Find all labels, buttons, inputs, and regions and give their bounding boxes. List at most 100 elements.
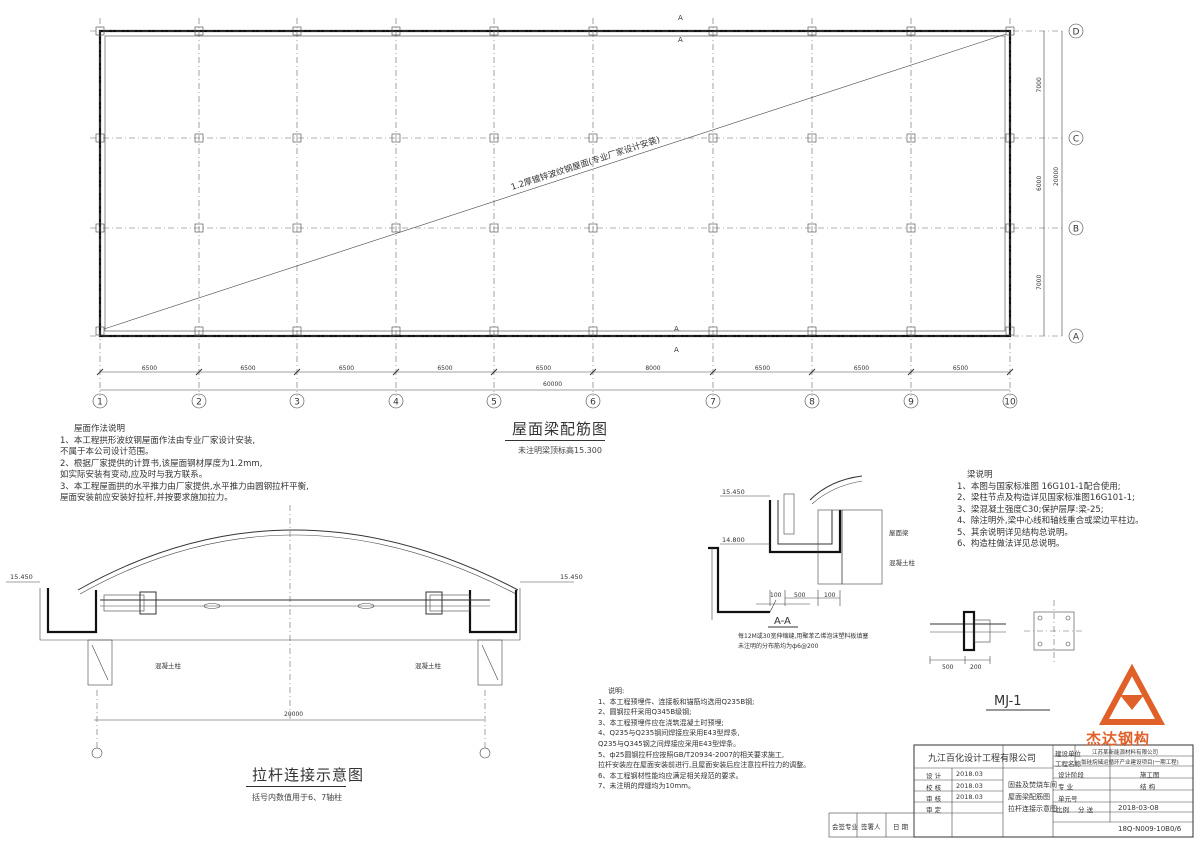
- dim-tick: [709, 368, 717, 376]
- general-note-line: 7、未注明的焊缝均为10mm。: [598, 782, 695, 791]
- dim-tick: [96, 368, 104, 376]
- section-level-left: 15.450: [10, 573, 33, 581]
- tie-rod-section: [6, 505, 574, 759]
- axis-bubble-col: [585, 393, 601, 409]
- beam-note-line: 5、其余说明详见结构总说明。: [957, 527, 1073, 538]
- axis-label-row: B: [1073, 225, 1079, 235]
- axis-label-col: 8: [809, 398, 815, 408]
- axis-bubble-col: [289, 393, 305, 409]
- plan-title: 屋面梁配筋图: [512, 420, 609, 438]
- tb-role: 审 定: [926, 806, 942, 814]
- axis-label-col: 4: [393, 398, 399, 408]
- tb-date-label: 分 送: [1078, 806, 1094, 814]
- section-span: 20000: [284, 711, 303, 718]
- row-dim-value: 7000: [1036, 275, 1043, 290]
- aa-title: A-A: [774, 616, 791, 627]
- tb-stage-label: 设计阶段: [1058, 771, 1084, 779]
- section-title-underline: [246, 786, 346, 787]
- axis-bubble-col: [191, 393, 207, 409]
- axis-label-col: 6: [590, 398, 596, 408]
- column-marker: [489, 326, 499, 336]
- section-mark-bottom: A: [674, 325, 679, 333]
- column-marker: [95, 133, 105, 143]
- general-note-line: 5、ф25圆钢拉杆应按照GB/T20934-2007的相关要求施工,: [598, 750, 785, 759]
- column-marker: [1005, 326, 1015, 336]
- dim-value: 6500: [339, 365, 354, 372]
- tb-client: 江苏某新能源材料有限公司: [1092, 750, 1159, 756]
- roof-note-line: 屋面安装前应安装好拉杆,并按要求施加拉力。: [60, 493, 233, 503]
- roof-notes-heading: 屋面作法说明: [74, 424, 126, 434]
- dim-tick: [907, 368, 915, 376]
- column-marker: [906, 26, 916, 36]
- axis-label-col: 10: [1004, 398, 1016, 408]
- axis-bubble-col: [705, 393, 721, 409]
- roof-note-line: 2、根据厂家提供的计算书,该屋面钢材厚度为1.2mm,: [60, 458, 263, 469]
- tb-project: 氯硅烷储运循环产业建设项目(一期工程): [1081, 760, 1179, 766]
- diagonal-line: [103, 33, 1007, 330]
- axis-label-col: 2: [196, 398, 202, 408]
- dim-value: 6500: [142, 365, 157, 372]
- title-block-frame: [828, 744, 1194, 838]
- axis-label-row: C: [1073, 135, 1079, 145]
- section-col-right-label: 混凝土柱: [415, 661, 442, 670]
- axis-bubble-row: [1068, 23, 1084, 39]
- column-marker: [95, 326, 105, 336]
- column-marker: [292, 133, 302, 143]
- column-marker: [489, 223, 499, 233]
- dim-tick: [490, 368, 498, 376]
- dim-value: 6500: [437, 365, 452, 372]
- axis-label-row: D: [1073, 28, 1080, 38]
- tb-drawing-no: 18Q-N009-10B0/6: [1118, 825, 1182, 833]
- general-notes-heading: 说明:: [608, 687, 625, 695]
- column-marker: [807, 223, 817, 233]
- axis-bubble-col: [486, 393, 502, 409]
- dim-value: 6500: [854, 365, 869, 372]
- tb-drawing-title-3: 拉杆连接示意图: [1008, 805, 1057, 813]
- roof-note-line: 3、本工程屋面拱的水平推力由厂家提供,水平推力由圆钢拉杆平衡,: [60, 481, 309, 492]
- column-marker: [588, 326, 598, 336]
- beam-note-line: 1、本图与国家标准图 16G101-1配合使用;: [957, 481, 1121, 492]
- roof-note-line: 不属于本公司设计范围。: [60, 447, 154, 457]
- aa-col-label: 混凝土柱: [889, 558, 916, 567]
- logo-icon: [1098, 663, 1166, 725]
- mj-dim-1: 500: [942, 664, 954, 671]
- column-marker: [906, 223, 916, 233]
- detail-aa: [708, 475, 883, 620]
- axis-bubble-col: [92, 393, 108, 409]
- column-marker: [906, 133, 916, 143]
- total-dim: 60000: [543, 381, 562, 388]
- column-marker: [194, 223, 204, 233]
- tb-company: 九江百化设计工程有限公司: [928, 754, 1037, 764]
- tb-role-date: 2018.03: [956, 782, 983, 790]
- roof-note-line: 如实际安装有变动,应及时与我方联系。: [60, 470, 208, 480]
- mj-title: MJ-1: [994, 694, 1022, 709]
- plan-title-underline: [505, 440, 605, 441]
- column-marker: [95, 223, 105, 233]
- axis-bubble-col: [903, 393, 919, 409]
- tb-role: 设 计: [926, 772, 942, 780]
- diagonal-note: 1.2厚镀锌波纹钢屋面(专业厂家设计安装): [510, 134, 662, 193]
- axis-bubble-col: [804, 393, 820, 409]
- dim-value: 6500: [240, 365, 255, 372]
- section-mark-top: A: [678, 14, 683, 22]
- section-mark-top2: A: [678, 36, 683, 44]
- axis-label-col: 9: [908, 398, 914, 408]
- beam-notes: 梁说明 1、本图与国家标准图 16G101-1配合使用; 2、梁柱节点及构造详见…: [957, 470, 1144, 551]
- aa-beam-label: 屋面梁: [889, 528, 909, 537]
- dim-value: 6500: [536, 365, 551, 372]
- column-marker: [807, 133, 817, 143]
- dim-value: 6500: [755, 365, 770, 372]
- tb-scale-label: 比例: [1056, 806, 1069, 814]
- dim-tick: [589, 368, 597, 376]
- tb-sign-label: 日 期: [893, 823, 909, 831]
- tb-date: 2018-03-08: [1118, 804, 1159, 812]
- dim-value: 8000: [645, 365, 660, 372]
- aa-note-2: 未注明的分布筋均为ф6@200: [738, 642, 819, 650]
- tb-drawing-title-2: 屋面梁配筋图: [1008, 793, 1050, 801]
- column-marker: [292, 223, 302, 233]
- general-note-line: 拉杆安装应在屋面安装前进行,且屋面安装后应注意拉杆拉力的调整。: [598, 761, 811, 770]
- dim-value: 6500: [953, 365, 968, 372]
- dim-tick: [195, 368, 203, 376]
- beam-notes-heading: 梁说明: [967, 470, 993, 480]
